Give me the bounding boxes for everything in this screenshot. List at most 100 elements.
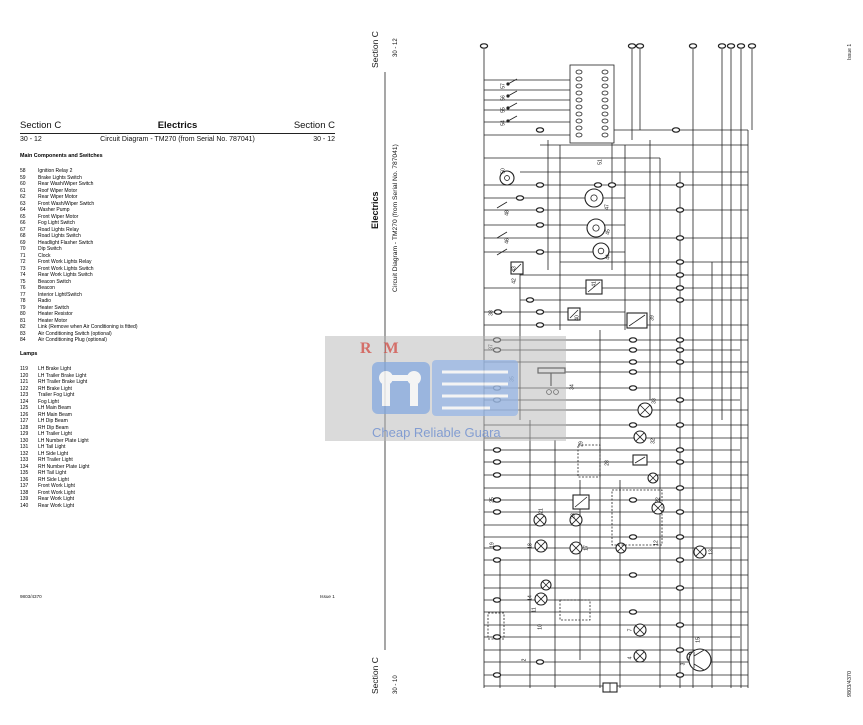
inline-connector bbox=[675, 182, 685, 188]
component-number-label: 56 bbox=[500, 95, 506, 101]
switch-pivot bbox=[506, 119, 510, 123]
inline-connector bbox=[492, 557, 502, 563]
inline-connector bbox=[535, 207, 545, 213]
component-number-label: 4 bbox=[627, 656, 633, 659]
motor-symbol-core bbox=[590, 194, 598, 202]
component-row-number: 64 bbox=[20, 207, 26, 213]
connector-pin bbox=[575, 83, 583, 89]
lamp-cross bbox=[635, 625, 645, 635]
inline-connector bbox=[628, 347, 638, 353]
inline-connector bbox=[675, 459, 685, 465]
component-row-number: 68 bbox=[20, 233, 26, 239]
component-row-number: 74 bbox=[20, 272, 26, 278]
right-page-chapter: Electrics bbox=[370, 191, 380, 229]
lamp-cross bbox=[649, 474, 657, 482]
inline-connector bbox=[628, 497, 638, 503]
inline-connector bbox=[525, 297, 535, 303]
switch-pivot bbox=[506, 106, 510, 110]
inline-connector bbox=[675, 259, 685, 265]
lamp-row-number: 124 bbox=[20, 398, 29, 405]
component-number-label: 57 bbox=[500, 83, 506, 89]
motor-symbol-core bbox=[504, 175, 510, 181]
connector-pin bbox=[575, 132, 583, 138]
component-number-label: 23 bbox=[570, 513, 576, 519]
lamp-row-number: 119 bbox=[20, 366, 28, 372]
lamp-row-name: LH Tail Light bbox=[38, 444, 66, 450]
component-number-label: 7 bbox=[627, 628, 633, 631]
inline-connector bbox=[492, 597, 502, 603]
motor-symbol-core bbox=[597, 247, 605, 255]
relay-coil bbox=[512, 263, 522, 273]
lamps-heading: Lamps bbox=[20, 351, 38, 357]
lamp-row-name: Fog Light bbox=[38, 398, 59, 405]
inline-connector bbox=[628, 572, 638, 578]
component-row-number: 62 bbox=[20, 194, 26, 200]
component-number-label: 2 bbox=[521, 658, 527, 661]
header-section-right: Section C bbox=[293, 120, 335, 131]
component-row-number: 79 bbox=[20, 304, 26, 311]
inline-connector bbox=[736, 43, 746, 49]
lamp-cross bbox=[536, 541, 546, 551]
lamp-row-number: 125 bbox=[20, 405, 29, 411]
switch-contact bbox=[507, 90, 518, 97]
component-row-name: Heater Motor bbox=[38, 317, 68, 324]
component-row-name: Link (Remove when Air Conditioning is fi… bbox=[38, 324, 138, 330]
switch-contact bbox=[496, 201, 508, 209]
component-number-label: 13 bbox=[708, 549, 714, 555]
components-heading: Main Components and Switches bbox=[20, 153, 103, 159]
inline-connector bbox=[671, 127, 681, 133]
header-chapter: Electrics bbox=[157, 120, 198, 131]
connector-pin bbox=[601, 125, 609, 131]
inline-connector bbox=[628, 337, 638, 343]
component-number-label: 32 bbox=[650, 438, 656, 444]
component-number-label: 35 bbox=[509, 376, 515, 382]
component-number-label: 25 bbox=[489, 497, 495, 503]
clock-switch-contact bbox=[546, 389, 552, 395]
subheader-page-left: 30 - 12 bbox=[20, 136, 42, 143]
header-rule bbox=[20, 133, 335, 134]
lamp-row-number: 128 bbox=[20, 424, 29, 431]
right-page-number-bottom: 30 - 10 bbox=[393, 675, 399, 694]
inline-connector bbox=[747, 43, 757, 49]
inline-connector bbox=[479, 43, 489, 49]
flasher-unit-collector bbox=[693, 649, 705, 657]
connector-block bbox=[569, 64, 615, 144]
component-row-number: 81 bbox=[20, 317, 26, 324]
component-number-label: 17 bbox=[583, 545, 589, 551]
switch-contact bbox=[507, 102, 518, 109]
component-row-name: Clock bbox=[38, 252, 51, 259]
footer-issue: Issue 1 bbox=[320, 594, 335, 599]
component-number-label: 55 bbox=[500, 107, 506, 113]
component-row-number: 60 bbox=[20, 181, 26, 187]
lamp-cross bbox=[653, 503, 663, 513]
inline-connector bbox=[675, 285, 685, 291]
lamp-row-name: RH Trailer Brake Light bbox=[38, 379, 88, 385]
lamp-row-name: LH Trailer Light bbox=[38, 431, 72, 437]
lamp-cross bbox=[635, 651, 645, 661]
connector-pin bbox=[601, 69, 609, 75]
lamp-row-name: LH Main Beam bbox=[38, 405, 72, 411]
connector-pin bbox=[601, 132, 609, 138]
component-number-label: 10 bbox=[537, 624, 543, 630]
lamp-row-number: 138 bbox=[20, 489, 29, 496]
inline-connector bbox=[628, 359, 638, 365]
right-page-title: Circuit Diagram - TM270 (from Serial No.… bbox=[392, 144, 399, 292]
inline-connector bbox=[627, 43, 637, 49]
inline-connector bbox=[628, 422, 638, 428]
component-row-name: Interior Light/Switch bbox=[38, 291, 82, 298]
component-number-label: 44 bbox=[605, 254, 611, 260]
component-row-name: Rear Wash/Wiper Switch bbox=[38, 181, 94, 187]
inline-connector bbox=[492, 459, 502, 465]
lamp-cross bbox=[695, 547, 705, 557]
right-page-section-bottom: Section C bbox=[370, 657, 380, 694]
component-number-label: 33 bbox=[651, 398, 657, 404]
inline-connector bbox=[675, 337, 685, 343]
lamp-cross bbox=[571, 515, 581, 525]
component-row-number: 59 bbox=[20, 174, 26, 181]
component-number-label: 42 bbox=[511, 278, 517, 284]
component-number-label: 22 bbox=[655, 497, 661, 503]
lamp-cross bbox=[639, 404, 651, 416]
page-subheader: 30 - 12 Circuit Diagram - TM270 (from Se… bbox=[20, 136, 335, 143]
